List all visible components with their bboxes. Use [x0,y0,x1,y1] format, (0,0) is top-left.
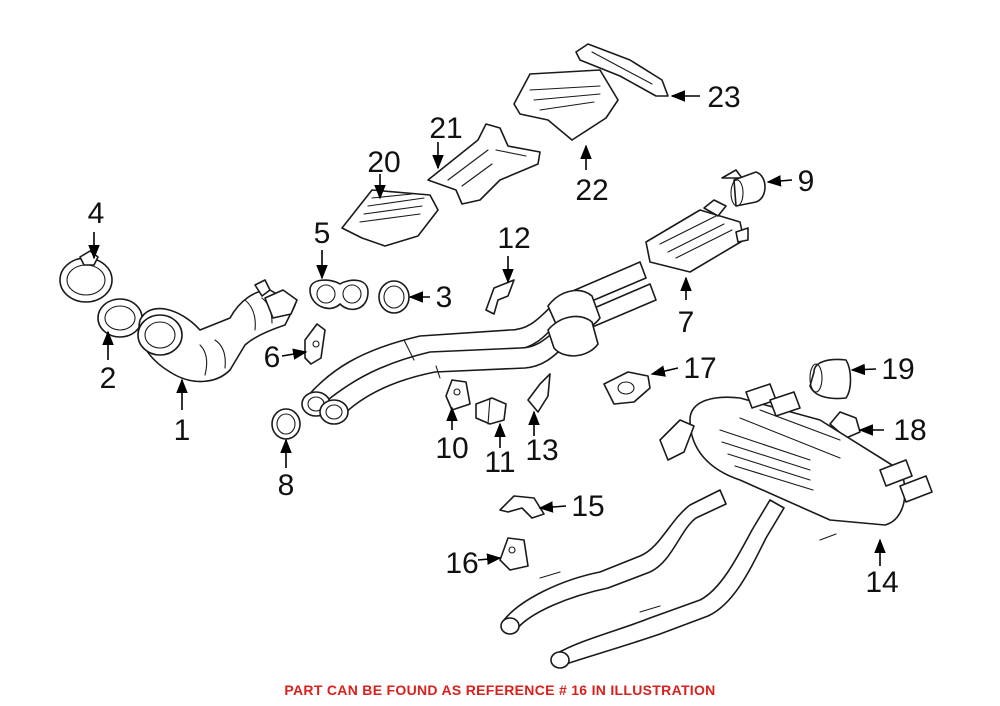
callout-23: 23 [707,81,740,114]
callout-20: 20 [367,146,400,179]
callout-12: 12 [497,222,530,255]
callout-16: 16 [445,547,478,580]
callout-21: 21 [429,112,462,145]
callout-9: 9 [798,165,815,198]
callout-8: 8 [278,469,295,502]
part-14-rear-muffler [500,383,933,669]
part-3-seal-ring [378,280,410,314]
part-7-center-muffler [645,199,749,273]
callout-6: 6 [264,341,281,374]
part-23-heat-shield-strip [575,43,669,97]
part-21-heat-shield [427,123,541,205]
part-2-gasket [97,298,143,338]
callout-4: 4 [88,197,105,230]
callout-11: 11 [484,446,515,479]
part-6-bracket [304,323,326,365]
part-22-heat-shield [513,69,619,141]
callout-5: 5 [314,217,331,250]
part-15-bracket [499,495,545,519]
reference-caption: PART CAN BE FOUND AS REFERENCE # 16 IN I… [284,682,716,698]
part-8-gasket [271,408,301,440]
callout-labels: 1 2 3 4 5 6 7 8 9 10 11 12 13 14 15 16 1… [88,81,927,599]
callout-13: 13 [525,434,558,467]
callout-3: 3 [436,281,453,314]
part-17-bracket [603,371,651,405]
part-11-bracket [475,397,507,425]
front-exhaust-pipes [301,261,657,425]
leader-arrows [88,90,886,566]
part-12-hanger [485,279,515,315]
callout-17: 17 [683,352,716,385]
callout-22: 22 [575,174,608,207]
part-20-heat-shield [341,189,439,247]
callout-7: 7 [678,306,695,339]
part-4-clamp [59,250,113,303]
part-1-catalytic-converter [137,279,298,383]
callout-2: 2 [100,362,117,395]
callout-14: 14 [865,566,898,599]
callout-18: 18 [893,414,926,447]
part-16-rubber-mount [499,537,529,571]
part-13-bracket [527,373,551,413]
callout-15: 15 [571,490,604,523]
part-10-rubber-mount [445,379,471,411]
part-9-exhaust-tip [721,169,766,207]
callout-10: 10 [435,432,468,465]
part-19-exhaust-tip [809,358,852,400]
part-5-flange-gasket [309,279,369,311]
callout-19: 19 [881,353,914,386]
callout-1: 1 [174,414,191,447]
